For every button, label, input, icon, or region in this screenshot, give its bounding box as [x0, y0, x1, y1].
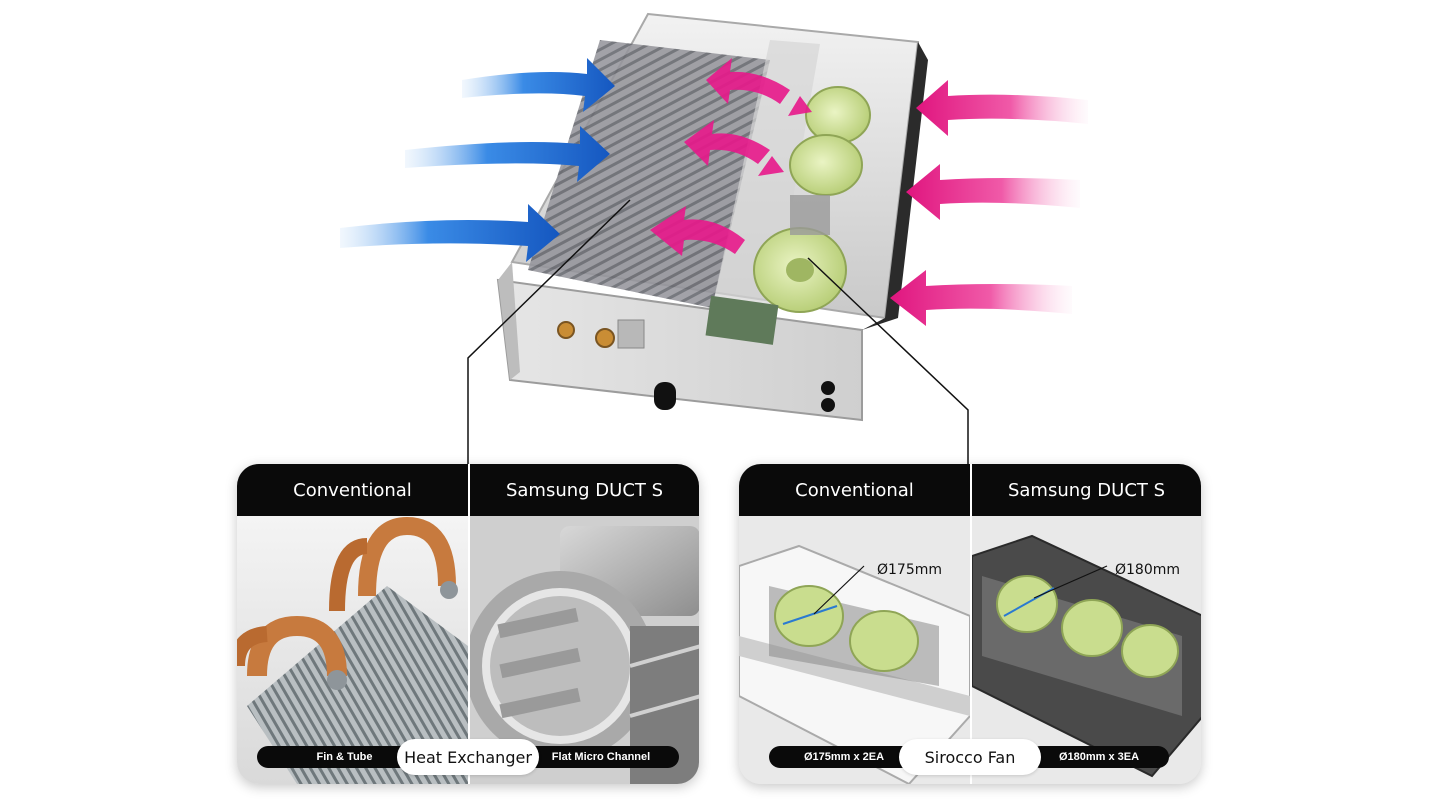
panel-header: Conventional [237, 464, 468, 516]
panel-header: Samsung DUCT S [972, 464, 1201, 516]
fin-and-tube-tag: Fin & Tube [257, 746, 432, 768]
conventional-fan-unit-image [739, 516, 970, 784]
unit-control-board [705, 295, 779, 345]
sirocco-fan-samsung: Samsung DUCT S Ø180mm [970, 464, 1201, 784]
conventional-fan-count-tag: Ø175mm x 2EA [769, 746, 919, 768]
flat-micro-channel-image [470, 516, 699, 784]
conventional-fan-diameter-label: Ø175mm [877, 562, 943, 578]
sirocco-fan-conventional: Conventional Ø175mm [739, 464, 970, 784]
exhaust-airflow-arrows [340, 58, 615, 262]
unit-right-side [862, 42, 928, 330]
unit-pipe-connector [557, 321, 575, 339]
unit-drain-port [654, 382, 676, 410]
heat-exchanger-samsung: Samsung DUCT S [468, 464, 699, 784]
heat-exchanger-conventional: Conventional [237, 464, 468, 784]
samsung-fan-count-tag: Ø180mm x 3EA [1029, 746, 1169, 768]
flat-micro-channel-tag: Flat Micro Channel [523, 746, 679, 768]
panel-header: Conventional [739, 464, 970, 516]
panel-header: Samsung DUCT S [470, 464, 699, 516]
intake-airflow-arrows [890, 80, 1088, 326]
heat-exchanger-comparison-panel: Conventional Samsung DUCT S [237, 464, 699, 784]
sirocco-fan-comparison-panel: Conventional Ø175mm Samsung DUCT S Ø180m… [739, 464, 1201, 784]
sirocco-fan-label: Sirocco Fan [899, 739, 1041, 775]
duct-unit-illustration [340, 12, 1088, 422]
samsung-fan-diameter-label: Ø180mm [1115, 562, 1181, 578]
internal-airflow-arrows [650, 58, 812, 256]
heat-exchanger-label: Heat Exchanger [397, 739, 539, 775]
